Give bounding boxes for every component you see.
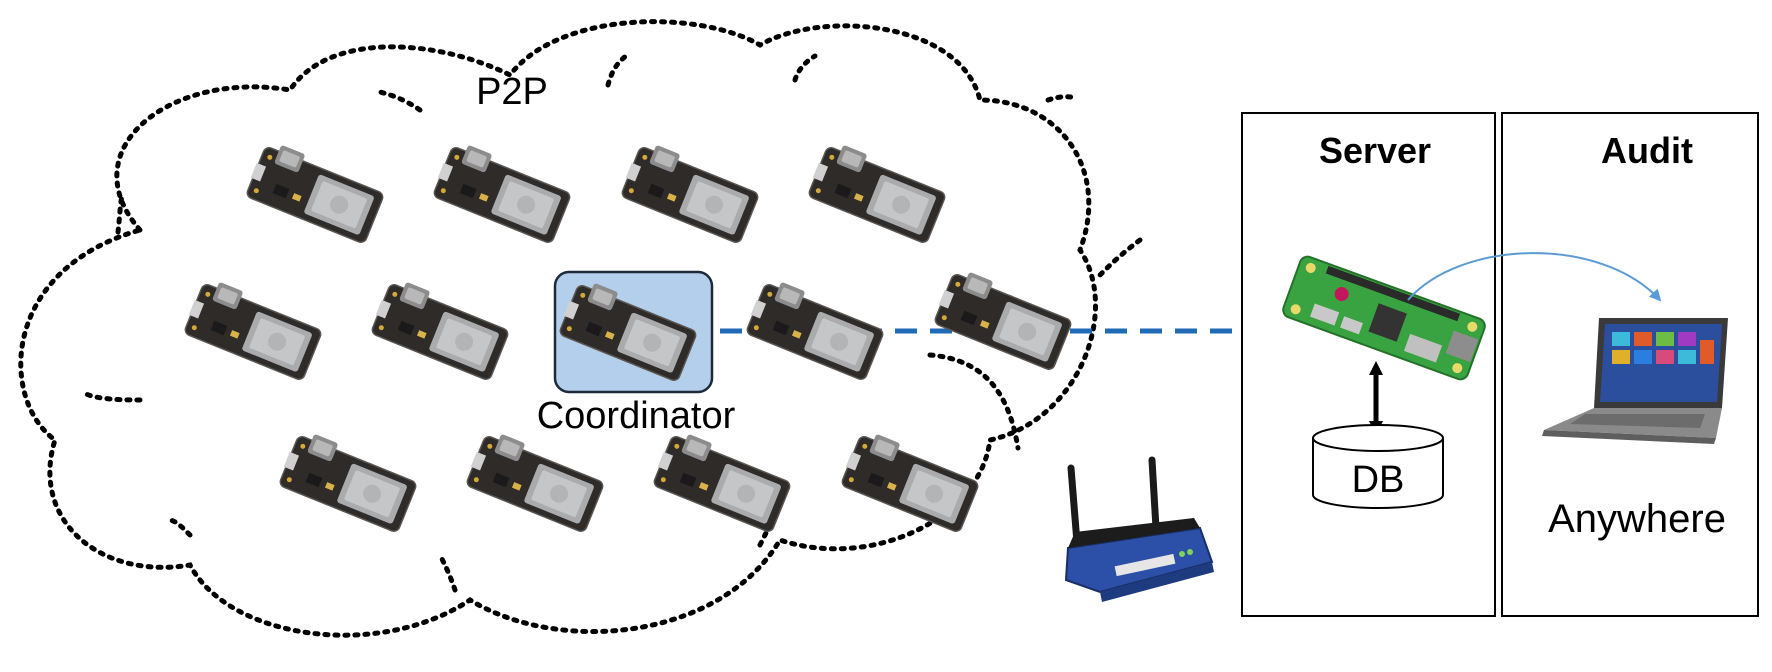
anywhere-label: Anywhere	[1548, 497, 1726, 541]
device-9-icon	[275, 427, 421, 534]
device-3-icon	[617, 138, 763, 245]
database-cylinder-icon	[1312, 424, 1444, 509]
db-label: DB	[1352, 459, 1405, 501]
device-11-icon	[649, 427, 795, 534]
device-2-icon	[429, 138, 575, 245]
device-7-icon	[742, 275, 888, 382]
p2p-label: P2P	[476, 71, 548, 113]
device-8-icon	[930, 265, 1076, 372]
device-6-icon	[367, 275, 513, 382]
device-12-icon	[837, 427, 983, 534]
audit-title: Audit	[1601, 130, 1693, 171]
server-to-audit-arrow	[1407, 252, 1662, 302]
laptop-icon	[1542, 318, 1728, 444]
device-grid	[180, 138, 1076, 534]
coordinator-label: Coordinator	[537, 395, 736, 437]
device-5-icon	[180, 275, 326, 382]
raspberry-pi-icon	[1282, 255, 1486, 381]
device-1-icon	[242, 138, 388, 245]
wifi-router-icon	[1064, 456, 1214, 602]
device-4-icon	[804, 138, 950, 245]
server-title: Server	[1319, 130, 1431, 171]
p2p-cloud	[18, 19, 1143, 638]
device-10-icon	[462, 427, 608, 534]
